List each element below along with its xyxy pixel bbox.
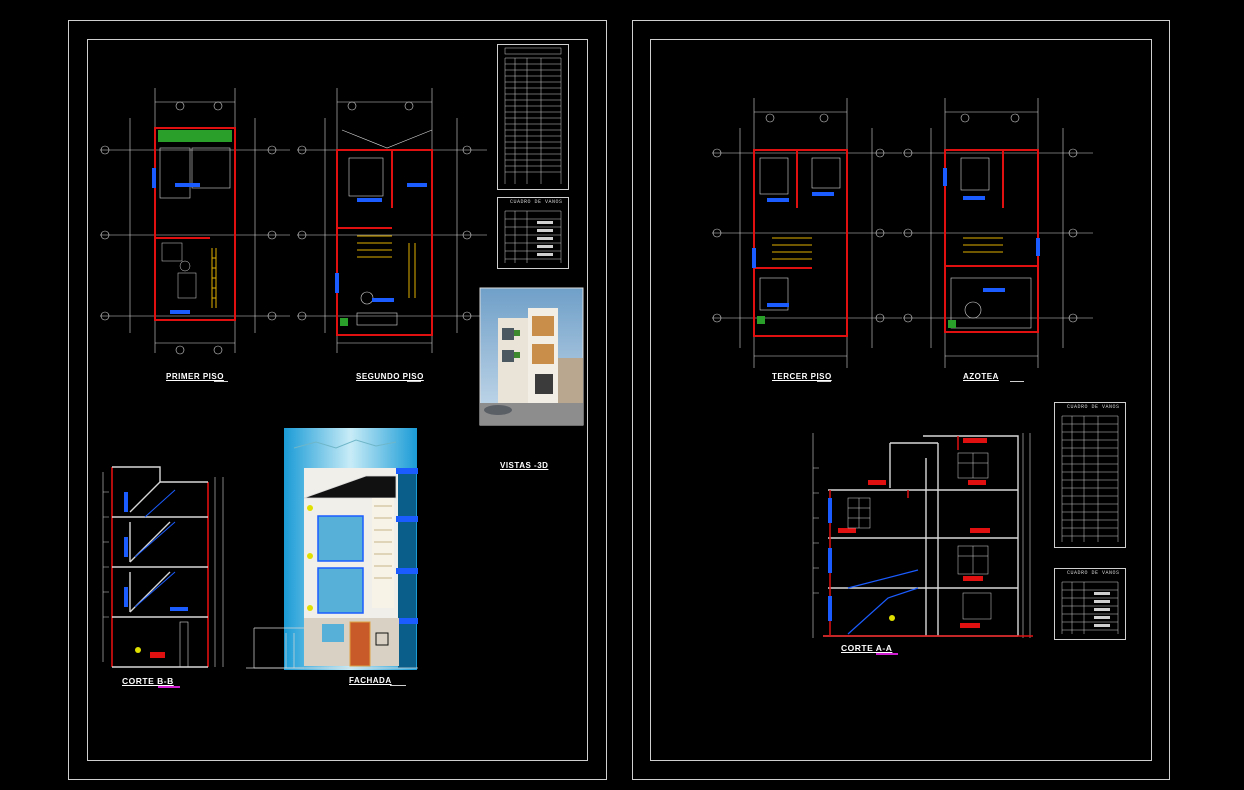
floor-plan-primer-piso [100, 88, 290, 355]
section-scale-bar [876, 653, 898, 655]
door-window-schedule-large [497, 44, 569, 190]
door-window-schedule-small [1054, 568, 1126, 640]
section-corte-a-a [812, 433, 1033, 638]
floor-plan-tercer-piso [712, 98, 902, 368]
facade-title: FACHADA [349, 676, 392, 685]
plan-scale-bar [407, 381, 421, 382]
door-window-schedule-small [497, 197, 569, 269]
plan-scale-bar [1010, 381, 1024, 382]
door-window-schedule-large [1054, 402, 1126, 548]
schedule-title: CUADRO DE VANOS [1067, 404, 1120, 410]
section-scale-bar [158, 686, 180, 688]
plan-title-primer-piso: PRIMER PISO [166, 372, 224, 381]
facade-scale-bar [390, 685, 406, 686]
section-title-b-b: CORTE B-B [122, 676, 174, 686]
plan-scale-bar [214, 381, 228, 382]
floor-plan-azotea [903, 98, 1093, 368]
plan-title-segundo-piso: SEGUNDO PISO [356, 372, 424, 381]
sheet-2-border [632, 20, 1170, 780]
sheet-1-frame [87, 39, 588, 761]
sheet-1-border [68, 20, 607, 780]
schedule-title: CUADRO DE VANOS [1067, 570, 1120, 576]
floor-plan-segundo-piso [297, 88, 487, 353]
render-title: VISTAS -3D [500, 461, 549, 470]
schedule-title: CUADRO DE VANOS [510, 199, 563, 205]
facade-elevation [246, 428, 418, 670]
section-corte-b-b [102, 466, 224, 668]
sheet-2-frame [650, 39, 1152, 761]
section-title-a-a: CORTE A-A [841, 643, 893, 653]
plan-title-tercer-piso: TERCER PISO [772, 372, 832, 381]
plan-title-azotea: AZOTEA [963, 372, 999, 381]
plan-scale-bar [817, 381, 831, 382]
render-3d-image [479, 287, 584, 426]
